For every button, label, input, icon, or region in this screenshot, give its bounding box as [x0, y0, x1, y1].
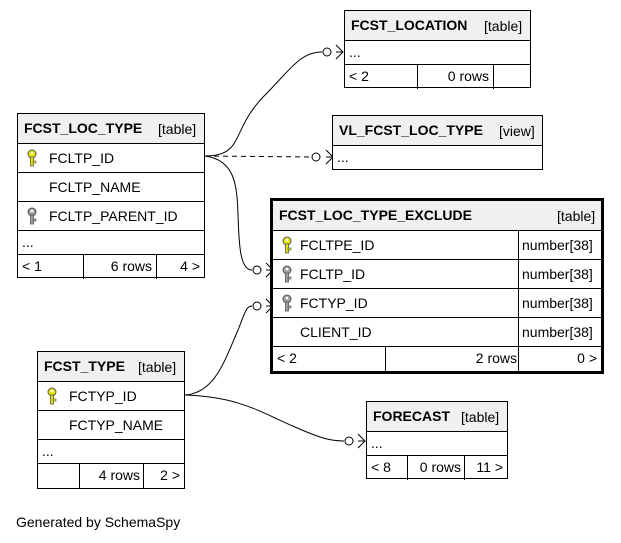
children-count[interactable]: 0 >: [518, 347, 601, 371]
column-row: FCLTP_NAME: [18, 173, 204, 202]
table-name: FCST_LOC_TYPE_EXCLUDE: [279, 207, 472, 223]
relationship-line-forecast: [184, 394, 345, 442]
table-footer: < 2 2 rows 0 >: [273, 347, 601, 371]
more-columns: ...: [345, 41, 530, 65]
table-header: FCST_LOC_TYPE [table]: [18, 114, 204, 144]
table-name: FCST_LOCATION: [351, 17, 468, 33]
column-type: number[38]: [518, 289, 601, 317]
column-name: FCLTPE_ID: [300, 237, 375, 253]
children-count[interactable]: 4 >: [156, 255, 204, 279]
column-name: FCLTP_PARENT_ID: [49, 208, 178, 224]
relationship-line-exclude-fctyp: [184, 305, 253, 396]
table-kind: [table]: [557, 208, 596, 224]
generated-by-credit: Generated by SchemaSpy: [16, 514, 181, 530]
children-count[interactable]: 2 >: [143, 464, 184, 488]
primary-key-icon: [281, 236, 293, 255]
parents-count[interactable]: < 2: [277, 350, 297, 366]
relationship-line-location: [204, 51, 323, 157]
column-row: FCTYP_ID number[38]: [273, 289, 601, 318]
column-name: FCTYP_ID: [300, 295, 368, 311]
table-header: FCST_TYPE [table]: [38, 352, 184, 382]
optional-marker-location: [322, 47, 332, 57]
children-count[interactable]: [493, 65, 530, 89]
table-name: FCST_LOC_TYPE: [24, 120, 143, 136]
table-name: FORECAST: [373, 408, 450, 424]
column-type: number[38]: [518, 260, 601, 288]
optional-marker-exclude-fcltp: [252, 265, 262, 275]
column-name: FCLTP_NAME: [49, 179, 141, 195]
foreign-key-icon: [281, 294, 293, 313]
row-count: 0 rows: [417, 65, 493, 89]
column-row: FCLTP_ID number[38]: [273, 260, 601, 289]
row-count: 0 rows: [407, 456, 465, 480]
row-count: 2 rows: [385, 347, 521, 371]
row-count: 4 rows: [79, 464, 144, 488]
table-kind: [table]: [138, 359, 177, 375]
table-footer: 4 rows 2 >: [38, 464, 184, 488]
optional-marker-view: [311, 152, 321, 162]
optional-marker-exclude-fctyp: [252, 301, 262, 311]
view-vl-fcst-loc-type[interactable]: VL_FCST_LOC_TYPE [view] ...: [332, 115, 543, 170]
column-name: FCLTP_ID: [49, 150, 115, 166]
column-row: FCLTP_PARENT_ID: [18, 202, 204, 231]
parents-count[interactable]: [38, 464, 79, 488]
column-row: FCLTP_ID: [18, 144, 204, 173]
table-footer: < 8 0 rows 11 >: [367, 456, 507, 480]
table-header: FCST_LOCATION [table]: [345, 11, 530, 41]
table-fcst-type[interactable]: FCST_TYPE [table] FCTYP_ID FCTYP_NAME ..…: [37, 351, 185, 489]
more-columns: ...: [18, 231, 204, 255]
table-kind: [view]: [499, 123, 535, 139]
crowsfoot-forecast: [357, 433, 366, 449]
table-kind: [table]: [461, 409, 500, 425]
column-row: FCTYP_ID: [38, 382, 184, 411]
row-count: 6 rows: [83, 255, 156, 279]
table-kind: [table]: [158, 121, 197, 137]
table-forecast[interactable]: FORECAST [table] ... < 8 0 rows 11 >: [366, 401, 508, 480]
table-name: FCST_TYPE: [44, 358, 125, 374]
relationship-line-view: [204, 155, 312, 158]
column-row: FCLTPE_ID number[38]: [273, 231, 601, 260]
table-footer: < 2 0 rows: [345, 65, 530, 89]
more-columns: ...: [337, 149, 349, 165]
table-fcst-location[interactable]: FCST_LOCATION [table] ... < 2 0 rows: [344, 10, 531, 89]
table-header: FCST_LOC_TYPE_EXCLUDE [table]: [273, 201, 601, 231]
primary-key-icon: [26, 149, 38, 168]
table-fcst-loc-type[interactable]: FCST_LOC_TYPE [table] FCLTP_ID FCLTP_NAM…: [17, 113, 205, 279]
column-row: CLIENT_ID number[38]: [273, 318, 601, 347]
more-columns: ...: [38, 440, 184, 464]
primary-key-icon: [46, 387, 58, 406]
table-header: VL_FCST_LOC_TYPE [view]: [333, 116, 542, 146]
column-row: FCTYP_NAME: [38, 411, 184, 440]
table-fcst-loc-type-exclude[interactable]: FCST_LOC_TYPE_EXCLUDE [table] FCLTPE_ID …: [270, 198, 604, 374]
column-type: number[38]: [518, 318, 601, 346]
table-footer: < 1 6 rows 4 >: [18, 255, 204, 279]
parents-count[interactable]: < 2: [349, 68, 369, 84]
column-name: CLIENT_ID: [300, 324, 372, 340]
table-name: VL_FCST_LOC_TYPE: [339, 122, 483, 138]
optional-marker-forecast: [344, 436, 354, 446]
table-header: FORECAST [table]: [367, 402, 507, 432]
more-columns: ...: [367, 432, 507, 456]
column-name: FCTYP_NAME: [69, 417, 164, 433]
crowsfoot-location: [335, 44, 344, 60]
foreign-key-icon: [281, 265, 293, 284]
column-name: FCTYP_ID: [69, 388, 137, 404]
children-count[interactable]: 11 >: [464, 456, 507, 480]
column-type: number[38]: [518, 231, 601, 259]
foreign-key-icon: [26, 207, 38, 226]
table-kind: [table]: [484, 18, 523, 34]
parents-count[interactable]: < 8: [371, 459, 391, 475]
relationship-line-exclude-fcltp: [204, 155, 253, 271]
parents-count[interactable]: < 1: [22, 258, 42, 274]
column-name: FCLTP_ID: [300, 266, 366, 282]
